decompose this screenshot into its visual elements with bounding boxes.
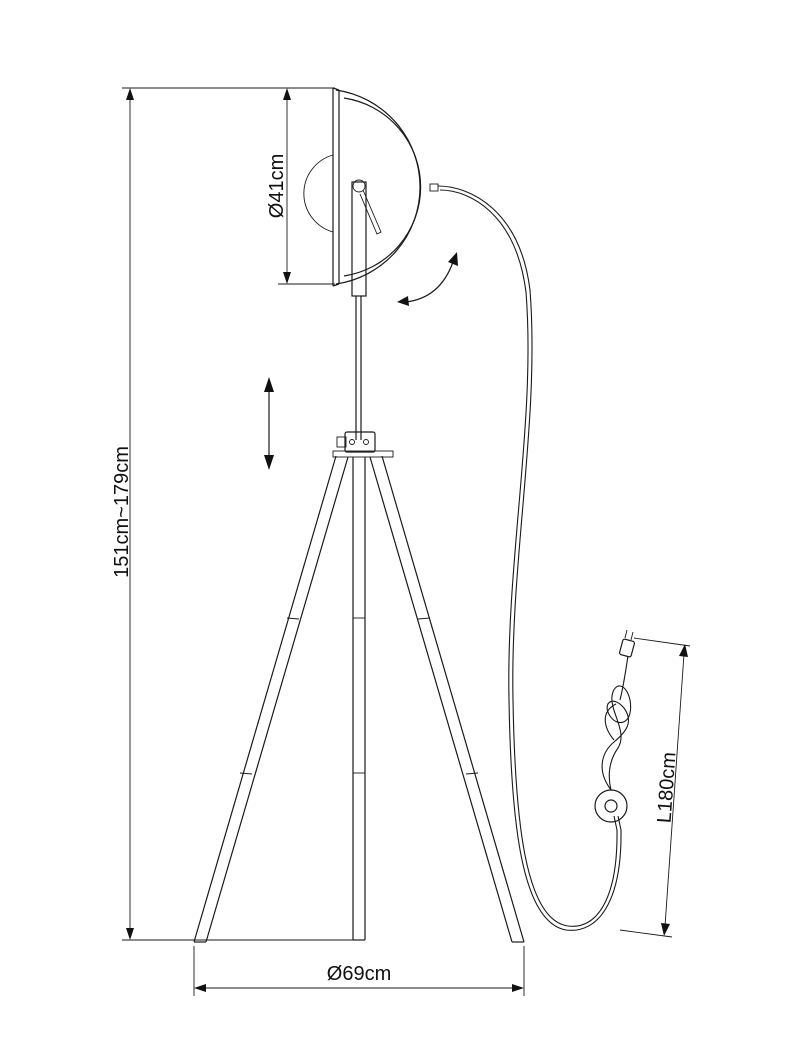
tripod-head-block — [344, 431, 376, 453]
height-label: 151cm~179cm — [111, 446, 133, 578]
foot-switch — [594, 789, 628, 823]
shade-rim-bottom-cap — [332, 283, 340, 287]
tripod-leg-center — [352, 457, 366, 941]
tilt-handle — [359, 189, 382, 235]
cable-top-extension-line — [633, 637, 691, 647]
height-adjust-arrow-up — [264, 377, 274, 392]
base-diameter-label: Ø69cm — [327, 963, 391, 985]
cable-length-dimension: L180cm — [619, 637, 691, 938]
cable-coil-loop — [604, 703, 617, 741]
leg-left-joint-1 — [286, 617, 300, 620]
leg-left-joint-2 — [239, 772, 253, 775]
shade-inner-curve — [343, 97, 422, 277]
shade-diameter-label: Ø41cm — [266, 154, 288, 218]
cable-entry-knob — [429, 183, 439, 192]
tripod-leg-right — [369, 455, 525, 943]
tilt-arrow-curve — [405, 261, 454, 303]
height-arrow-bottom — [126, 928, 134, 940]
tripod-locking-knob — [336, 436, 347, 448]
foot-switch-body — [594, 789, 628, 823]
shade-rim-top-cap — [332, 87, 340, 91]
height-adjust-arrow — [264, 377, 274, 470]
tilt-arrow-head-bottom — [397, 296, 409, 306]
cable-dimension-line — [664, 653, 685, 927]
tripod-screw-1 — [349, 439, 355, 445]
shade-arrow-top — [283, 88, 291, 100]
shade-arrow-bottom — [283, 272, 291, 284]
leg-right-inner — [369, 456, 513, 943]
tripod-legs — [193, 455, 525, 943]
power-cable-main — [437, 185, 618, 927]
tripod-leg-left — [193, 455, 349, 943]
leg-left-inner — [205, 456, 349, 943]
leg-left-outer — [193, 455, 337, 943]
base-arrow-left — [194, 984, 206, 992]
cable-to-plug — [619, 655, 629, 701]
tilt-arrow-head-top — [448, 252, 458, 266]
shade-diameter-dimension: Ø41cm — [266, 87, 335, 285]
tripod-head — [332, 431, 394, 458]
foot-switch-button — [604, 799, 618, 813]
cable-arrow-bottom — [661, 923, 670, 936]
cable-arrow-top — [679, 644, 688, 657]
power-cable — [437, 185, 632, 931]
height-adjust-arrow-down — [264, 455, 274, 470]
leg-right-outer — [381, 455, 525, 943]
lamp-shade — [303, 87, 439, 287]
height-arrow-top — [126, 88, 134, 100]
plug-body — [618, 638, 636, 658]
base-arrow-right — [512, 984, 524, 992]
power-cable-main-edge — [439, 189, 622, 931]
leg-right-joint-2 — [465, 772, 479, 775]
pole-upper-tube — [351, 181, 367, 297]
tripod-head-plate — [332, 450, 394, 458]
plug-pin-left — [624, 629, 628, 639]
tilt-joint-bolt — [352, 179, 366, 193]
cable-length-label: L180cm — [654, 751, 681, 824]
lamp-pole — [351, 181, 367, 440]
leg-right-joint-1 — [417, 617, 431, 620]
base-diameter-dimension: Ø69cm — [193, 946, 525, 996]
bulb-socket — [303, 154, 334, 233]
height-dimension: 151cm~179cm — [111, 87, 355, 941]
shade-outer-curve — [335, 89, 421, 285]
power-plug — [618, 629, 636, 658]
plug-pin-right — [630, 631, 634, 641]
tilt-rotation-arrow — [397, 252, 458, 306]
cable-coil — [601, 685, 632, 791]
tripod-screw-2 — [363, 439, 369, 445]
cable-bottom-extension-line — [619, 929, 673, 938]
